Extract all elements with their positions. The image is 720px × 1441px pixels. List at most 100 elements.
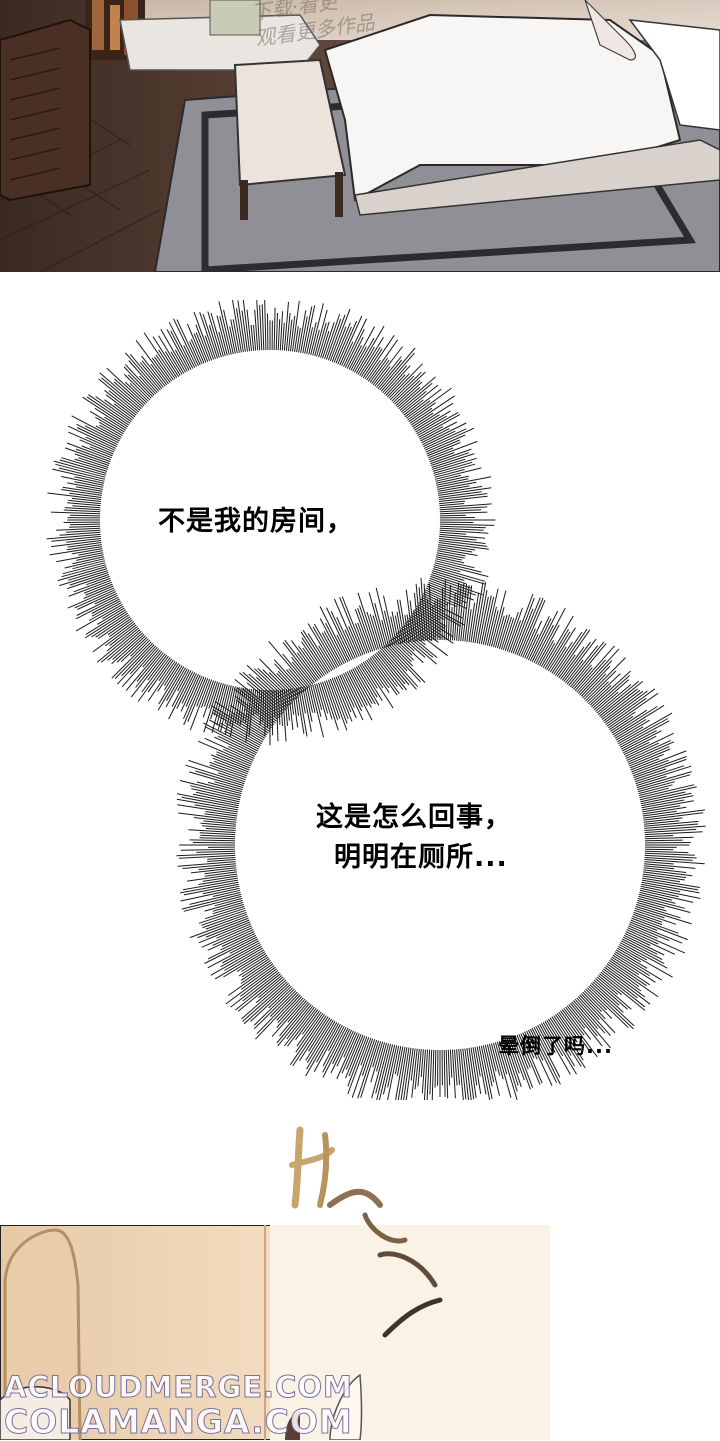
focus-line [485, 1045, 494, 1082]
focus-line [644, 818, 683, 822]
focus-line [413, 403, 453, 428]
focus-line [205, 336, 214, 360]
focus-line [180, 882, 238, 893]
focus-line [190, 840, 236, 841]
focus-line [122, 643, 153, 676]
focus-line [587, 682, 608, 703]
focus-line [51, 536, 101, 541]
focus-line [645, 836, 673, 837]
focus-line [444, 1050, 445, 1097]
focus-line [645, 860, 705, 864]
focus-line [432, 1050, 434, 1100]
focus-line [440, 532, 467, 534]
focus-line [475, 582, 486, 643]
dialogue-line-4: 晕倒了吗... [498, 1028, 613, 1064]
focus-line [645, 837, 694, 839]
focus-line [182, 894, 241, 909]
focus-line [196, 851, 235, 852]
focus-line [515, 609, 533, 655]
focus-line [194, 312, 212, 360]
focus-line [100, 425, 122, 437]
site-watermark-2: COLAMANGA.COM [4, 1402, 353, 1441]
focus-line [383, 1045, 394, 1095]
focus-line [64, 510, 100, 512]
focus-line [184, 676, 203, 719]
focus-line [636, 766, 692, 783]
focus-line [278, 319, 280, 350]
focus-line [69, 493, 101, 497]
focus-line [205, 937, 257, 963]
focus-line [612, 957, 639, 975]
focus-line [642, 882, 700, 893]
focus-line [188, 677, 206, 721]
focus-line [440, 512, 488, 514]
focus-line [68, 543, 102, 548]
focus-line [440, 515, 466, 516]
focus-line [51, 512, 100, 514]
focus-line [440, 526, 486, 528]
focus-line [291, 316, 295, 351]
focus-line [620, 721, 669, 748]
focus-line [63, 563, 106, 574]
focus-line [200, 838, 236, 839]
focus-line [440, 528, 484, 530]
focus-line [206, 828, 236, 830]
focus-line [527, 634, 539, 659]
focus-line [277, 995, 301, 1020]
focus-line [446, 603, 447, 641]
focus-line [184, 884, 239, 895]
focus-line [637, 902, 667, 911]
focus-line [206, 812, 238, 817]
focus-line [200, 835, 235, 836]
focus-line [435, 1050, 436, 1088]
focus-line [421, 1049, 423, 1077]
focus-line [284, 302, 288, 351]
focus-line [594, 980, 627, 1009]
focus-line [439, 504, 464, 506]
focus-line [274, 308, 275, 350]
focus-line [645, 851, 688, 852]
dialogue-line-1: 不是我的房间， [158, 504, 354, 540]
focus-line [589, 674, 621, 704]
focus-line [292, 662, 311, 686]
focus-line [254, 325, 256, 351]
focus-line [77, 428, 117, 447]
focus-line [430, 576, 482, 594]
focus-line [175, 350, 187, 372]
focus-line [319, 322, 330, 357]
dialogue-line-2: 这是怎么回事， [316, 800, 512, 836]
focus-line [73, 506, 101, 508]
focus-line [598, 975, 622, 994]
focus-line [207, 860, 235, 862]
focus-line [437, 477, 491, 488]
focus-line [442, 588, 443, 640]
focus-line [636, 906, 692, 924]
focus-line [587, 988, 628, 1028]
focus-line [218, 773, 245, 782]
focus-line [75, 590, 115, 608]
focus-line [393, 372, 425, 403]
focus-line [467, 609, 471, 642]
focus-line [262, 304, 264, 350]
site-watermark-1: ACLOUDMERGE.COM [4, 1370, 353, 1404]
focus-line [586, 989, 607, 1010]
sound-effect [270, 1110, 460, 1350]
focus-line [619, 719, 668, 746]
focus-line [66, 530, 100, 532]
focus-line [282, 323, 284, 351]
focus-line [56, 528, 100, 530]
focus-line [47, 534, 101, 539]
thought-bubbles [0, 300, 720, 1100]
focus-line [448, 1050, 449, 1086]
focus-line [207, 858, 235, 860]
focus-line [645, 826, 706, 830]
focus-line [338, 676, 356, 718]
focus-line [265, 300, 266, 350]
focus-line [645, 853, 695, 855]
focus-line [481, 1046, 492, 1099]
focus-line [361, 1041, 379, 1098]
focus-line [256, 690, 258, 715]
focus-line [181, 849, 235, 850]
dialogue-line-3: 明明在厕所... [334, 840, 508, 876]
focus-line [450, 1050, 451, 1078]
